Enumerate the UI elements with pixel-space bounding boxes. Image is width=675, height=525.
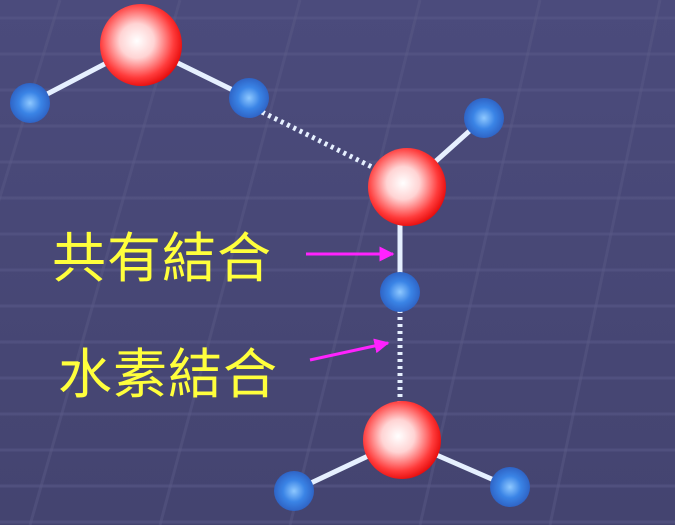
hydrogen-atom (490, 467, 530, 507)
hydrogen-bond (260, 109, 384, 175)
hydrogen-bond-arrow (309, 338, 390, 362)
background-slant-line (28, 0, 182, 525)
hydrogen-atom (464, 98, 504, 138)
background-slant-line (288, 0, 422, 525)
oxygen-atom (363, 401, 441, 479)
hydrogen-atom (10, 83, 50, 123)
hydrogen-atom (274, 471, 314, 511)
covalent-bond-label: 共有結合 (52, 227, 272, 290)
hydrogen-atom (229, 78, 269, 118)
background-slant-line (548, 0, 662, 525)
hydrogen-bond-label: 水素結合 (58, 343, 278, 406)
oxygen-atom (368, 148, 446, 226)
oxygen-atom (100, 4, 182, 86)
hydrogen-atom (380, 272, 420, 312)
background-slant-line (158, 0, 302, 525)
